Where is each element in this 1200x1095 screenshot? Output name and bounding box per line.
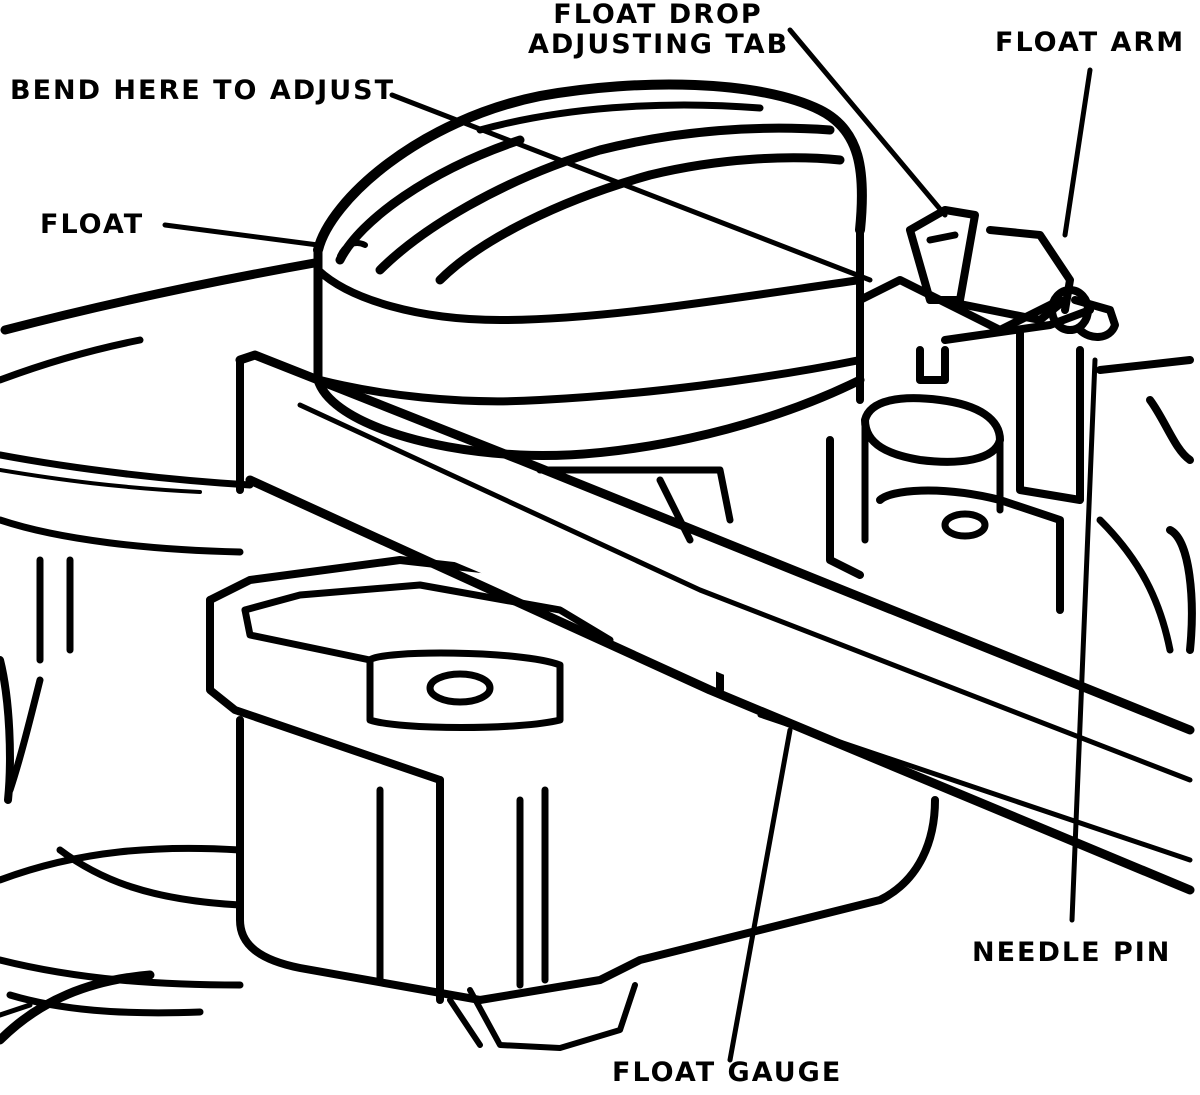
label-float-drop-tab: FLOAT DROP ADJUSTING TAB (528, 0, 788, 60)
label-float: FLOAT (40, 209, 145, 240)
leader-bend-here (389, 92, 873, 283)
air-horn-ring (0, 257, 325, 1045)
label-bend-here: BEND HERE TO ADJUST (10, 75, 396, 106)
leader-float-arm (1062, 67, 1093, 238)
leader-needle-pin (1069, 357, 1098, 923)
leader-lines (162, 27, 1098, 1063)
float-arm-assembly (856, 206, 1119, 384)
label-needle-pin: NEEDLE PIN (972, 937, 1172, 968)
needle-seat-housing (826, 326, 1196, 654)
leader-float-drop-tab (787, 27, 948, 218)
leader-float-gauge (727, 727, 793, 1063)
float-gauge-bar (235, 350, 1195, 895)
label-float-arm: FLOAT ARM (995, 27, 1186, 58)
label-float-gauge: FLOAT GAUGE (612, 1057, 843, 1088)
label-float-drop-line2: ADJUSTING TAB (528, 29, 790, 60)
label-float-drop-line1: FLOAT DROP (553, 0, 763, 30)
leader-float (162, 222, 321, 248)
float-body (313, 79, 867, 461)
